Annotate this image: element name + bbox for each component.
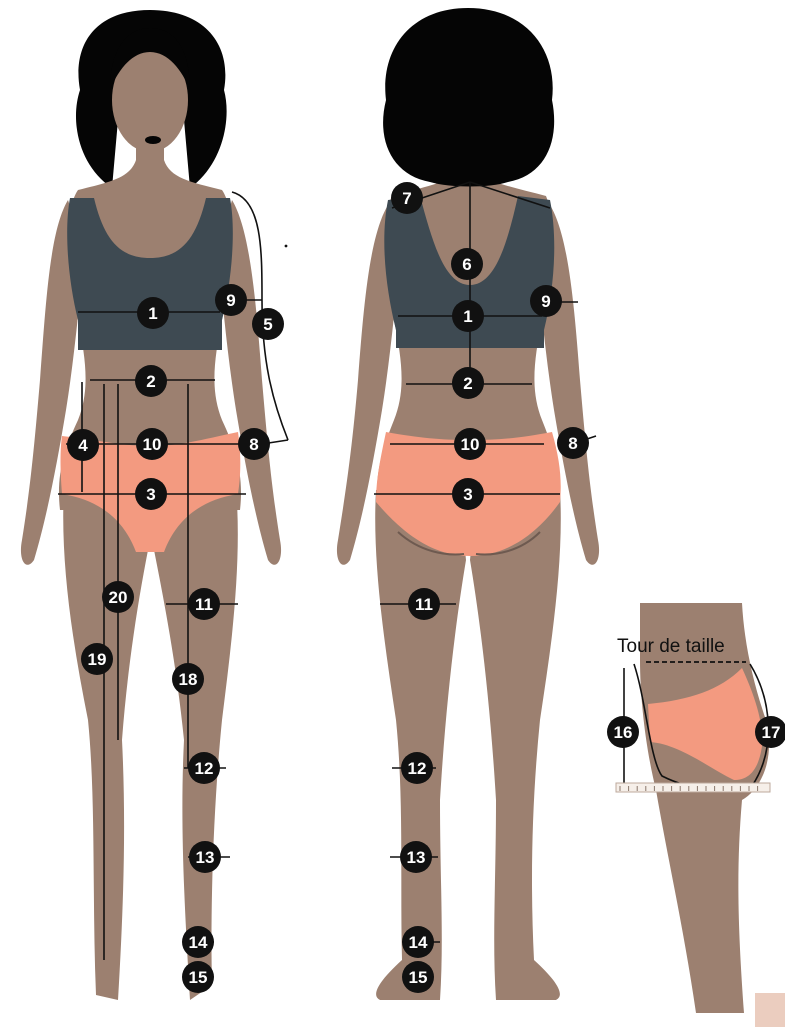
front-left-leg [63,488,150,1000]
back-right-leg [470,490,561,1000]
measurement-badge-2: 2 [452,367,484,399]
front-mouth [145,136,161,144]
measurement-badge-13: 13 [189,841,221,873]
measurement-badge-20: 20 [102,581,134,613]
badge-number: 19 [88,650,107,669]
measurement-badge-19: 19 [81,643,113,675]
measurement-badge-10: 10 [136,428,168,460]
inset-ruler [616,783,770,792]
measurement-badge-15: 15 [402,961,434,993]
badge-number: 10 [461,435,480,454]
dot-mark [285,245,288,248]
badge-number: 11 [415,595,433,614]
badge-number: 15 [409,968,428,987]
badge-number: 14 [409,933,428,952]
measurement-badge-10: 10 [454,428,486,460]
measurement-badge-15: 15 [182,961,214,993]
badge-number: 12 [195,759,214,778]
measurement-badge-5: 5 [252,308,284,340]
badge-number: 10 [143,435,162,454]
badge-number: 8 [568,434,577,453]
back-left-leg [375,490,466,1000]
measurement-badge-14: 14 [182,926,214,958]
measurement-badge-1: 1 [452,300,484,332]
measurement-badge-3: 3 [452,478,484,510]
badge-number: 9 [226,291,235,310]
inset-figure: Tour de taille [616,603,770,1013]
measurement-badge-1: 1 [137,297,169,329]
measurement-badge-18: 18 [172,663,204,695]
badge-number: 6 [462,255,471,274]
measurement-badge-7: 7 [391,182,423,214]
badge-number: 1 [463,307,472,326]
measurement-badge-2: 2 [135,365,167,397]
badge-number: 3 [146,485,155,504]
measurement-badge-8: 8 [557,427,589,459]
measurement-badge-6: 6 [451,248,483,280]
measurement-badge-11: 11 [408,588,440,620]
measurement-badge-12: 12 [188,752,220,784]
badge-number: 13 [407,848,426,867]
badge-number: 4 [78,436,88,455]
badge-number: 15 [189,968,208,987]
badge-number: 9 [541,292,550,311]
badge-number: 20 [109,588,128,607]
badge-number: 3 [463,485,472,504]
measurement-badge-16: 16 [607,716,639,748]
badge-number: 13 [196,848,215,867]
badge-number: 11 [195,595,213,614]
badge-number: 17 [762,723,781,742]
badge-number: 2 [146,372,155,391]
measurement-badge-11: 11 [188,588,220,620]
measurement-badge-14: 14 [402,926,434,958]
badge-number: 12 [408,759,427,778]
badge-number: 1 [148,304,157,323]
badge-number: 8 [249,435,258,454]
measurement-badge-9: 9 [530,285,562,317]
badge-number: 5 [263,315,272,334]
badge-number: 18 [179,670,198,689]
front-right-leg [152,488,238,1000]
measurement-badge-4: 4 [67,429,99,461]
back-hair [383,8,554,187]
color-swatch [755,993,785,1027]
badge-number: 2 [463,374,472,393]
measurement-badge-9: 9 [215,284,247,316]
measurement-badge-8: 8 [238,428,270,460]
badge-number: 16 [614,723,633,742]
badge-number: 14 [189,933,208,952]
inset-caption: Tour de taille [617,636,725,657]
measurement-badge-13: 13 [400,841,432,873]
measurement-badge-3: 3 [135,478,167,510]
measurement-badge-12: 12 [401,752,433,784]
badge-number: 7 [402,189,411,208]
